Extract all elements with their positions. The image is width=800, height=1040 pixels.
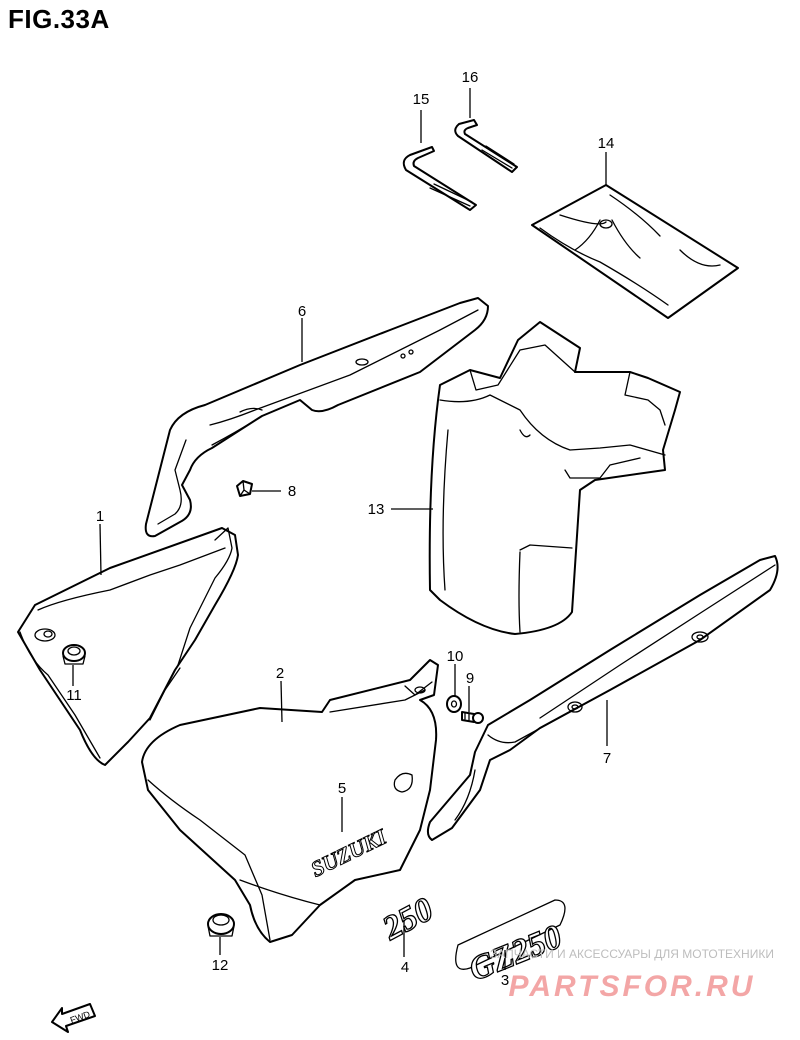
part-9-screw[interactable] — [461, 711, 484, 724]
leader-lines — [72, 88, 608, 970]
callout-2: 2 — [276, 665, 284, 682]
part-12-grommet[interactable] — [207, 913, 235, 937]
callout-11: 11 — [66, 687, 82, 704]
callout-9: 9 — [466, 670, 474, 687]
callout-1: 1 — [96, 508, 104, 525]
fwd-arrow-icon: FWD — [51, 1003, 96, 1033]
part-4-250-emblem[interactable]: 250 — [375, 890, 440, 948]
part-8-cushion[interactable] — [236, 480, 253, 497]
callout-12: 12 — [212, 957, 229, 974]
part-14-tool-bag[interactable] — [531, 184, 739, 319]
badge-250-text: 250 — [376, 891, 439, 948]
part-6-frame-cover[interactable] — [144, 297, 489, 538]
part-15-hex-wrench[interactable] — [402, 146, 477, 211]
callout-3: 3 — [501, 972, 509, 989]
part-7-lower-frame-cover[interactable] — [426, 555, 779, 841]
callout-15: 15 — [413, 91, 430, 108]
callout-6: 6 — [298, 303, 306, 320]
figure-title: FIG.33A — [8, 4, 110, 34]
watermark: ЗАПЧАСТИ И АКСЕССУАРЫ ДЛЯ МОТОТЕХНИКИ PA… — [490, 947, 774, 1003]
callout-16: 16 — [462, 69, 479, 86]
callout-10: 10 — [447, 648, 464, 665]
part-13-rear-box[interactable] — [428, 321, 681, 635]
callout-numbers: 15 16 14 6 8 13 1 11 2 10 9 7 5 12 4 3 — [66, 69, 614, 989]
watermark-tagline: ЗАПЧАСТИ И АКСЕССУАРЫ ДЛЯ МОТОТЕХНИКИ — [490, 947, 774, 961]
part-10-washer[interactable] — [446, 695, 462, 713]
callout-13: 13 — [368, 501, 385, 518]
callout-4: 4 — [401, 959, 409, 976]
part-1-left-side-cover[interactable] — [17, 527, 239, 766]
part-11-grommet[interactable] — [62, 644, 86, 665]
callout-8: 8 — [288, 483, 296, 500]
watermark-brand: PARTSFOR.RU — [509, 970, 756, 1003]
part-16-hex-wrench[interactable] — [454, 119, 518, 173]
callout-7: 7 — [603, 750, 611, 767]
callout-14: 14 — [598, 135, 615, 152]
part-2-right-side-cover[interactable] — [141, 659, 439, 943]
callout-5: 5 — [338, 780, 346, 797]
